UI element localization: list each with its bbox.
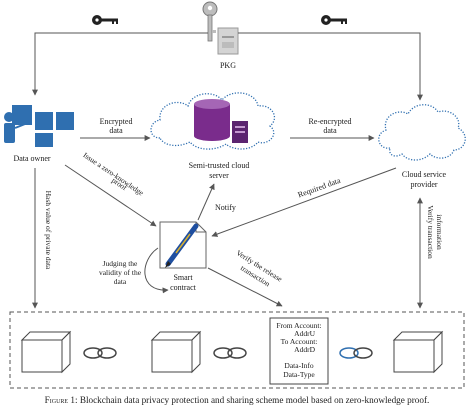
server-icon	[217, 27, 239, 55]
re-encrypted-data-label-2: data	[323, 126, 337, 135]
verify-transaction-label-2: information	[435, 214, 444, 250]
block-info-line-1: From Account:	[276, 321, 321, 330]
block-info: From Account: AddrU To Account: AddrD Da…	[269, 317, 329, 385]
judging-validity-label-3: data	[114, 277, 127, 286]
cloud-server-icon	[232, 121, 248, 143]
verify-transaction-edge: Verify transaction information	[417, 197, 444, 309]
cloud-provider-node: Cloud service provider	[378, 104, 466, 189]
pen-icon	[165, 223, 199, 268]
data-owner-node: Data owner	[4, 105, 74, 163]
block-3	[392, 330, 444, 374]
key-icon-left	[92, 15, 118, 25]
hash-value-edge: Hash value of private data	[32, 168, 53, 309]
notify-label: Notify	[215, 203, 236, 212]
cloud-shape	[150, 92, 275, 150]
chain-link-icon-3	[339, 347, 373, 359]
chain-link-icon-2	[213, 347, 247, 359]
block-info-line-3: To Account:	[281, 337, 318, 346]
smart-contract-label-1: Smart	[173, 273, 193, 282]
cloud-provider-label-2: provider	[410, 180, 437, 189]
judging-validity-label-1: Judging the	[103, 259, 138, 268]
zk-proof-label-1: Issue a zero-knowledge	[82, 150, 146, 197]
figure-caption-label: Figure 1:	[44, 395, 78, 405]
pkg-node: PKG	[202, 1, 239, 70]
master-key-icon	[202, 1, 218, 42]
block-info-line-4: AddrD	[294, 345, 315, 354]
cloud-server-node: Semi-trusted cloud server	[150, 92, 275, 180]
verify-transaction-label-1: Verify transaction	[426, 205, 435, 259]
chain-link-icon-1	[83, 347, 117, 359]
figure-caption-text: Blockchain data privacy protection and s…	[79, 395, 430, 405]
block-2	[150, 330, 202, 374]
required-data-edge: Required data	[211, 167, 397, 237]
smart-contract-node: Smart contract	[159, 221, 207, 292]
encrypted-data-label-2: data	[109, 126, 123, 135]
zk-proof-edge: Issue a zero-knowledge proof	[64, 150, 157, 227]
smart-contract-label-2: contract	[170, 283, 197, 292]
cloud-server-label-2: server	[209, 171, 229, 180]
encrypted-data-edge: Encrypted data	[80, 117, 151, 141]
provider-cloud-shape	[378, 104, 466, 161]
encrypted-data-label-1: Encrypted	[100, 117, 133, 126]
block-info-line-6: Data-Info	[284, 361, 313, 370]
blockchain-container: From Account: AddrU To Account: AddrD Da…	[9, 311, 465, 389]
verify-release-edge: Verify the release transaction	[207, 248, 285, 307]
pkg-to-cloud-provider-edge	[238, 32, 423, 101]
judging-validity-loop: Judging the validity of the data	[99, 247, 169, 294]
figure-caption: Figure 1: Blockchain data privacy protec…	[0, 395, 474, 405]
cloud-provider-label-1: Cloud service	[402, 170, 447, 179]
notify-edge: Notify	[197, 183, 236, 221]
data-owner-icon	[4, 105, 74, 147]
re-encrypted-data-edge: Re-encrypted data	[290, 117, 375, 141]
pkg-to-data-owner-edge	[32, 32, 208, 96]
cloud-server-label-1: Semi-trusted cloud	[189, 161, 250, 170]
pkg-label: PKG	[220, 61, 236, 70]
hash-value-label: Hash value of private data	[44, 191, 53, 270]
block-1	[20, 330, 72, 374]
database-icon	[194, 99, 230, 141]
block-info-line-7: Data-Type	[283, 370, 315, 379]
re-encrypted-data-label-1: Re-encrypted	[308, 117, 351, 126]
data-owner-label: Data owner	[13, 154, 50, 163]
judging-validity-label-2: validity of the	[99, 268, 142, 277]
block-info-line-2: AddrU	[294, 329, 315, 338]
key-icon-right	[321, 15, 347, 25]
